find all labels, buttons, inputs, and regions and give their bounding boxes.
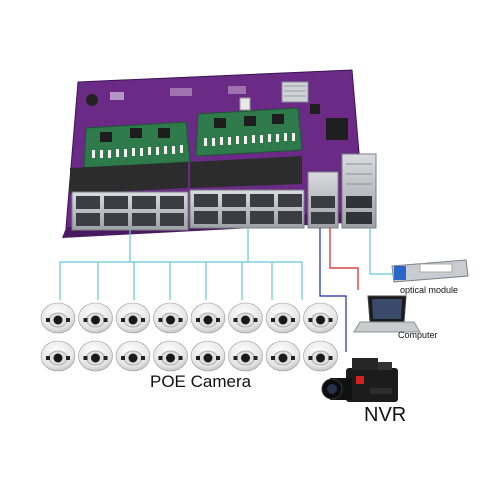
rj45-port (132, 213, 156, 226)
optical-module (391, 259, 469, 283)
rj45-port (104, 196, 128, 209)
sfp-port (346, 212, 372, 224)
optical-module-label: optical module (400, 285, 459, 295)
camera-lens (203, 353, 213, 363)
rj45-port (76, 196, 100, 209)
poe-dome-camera (40, 340, 76, 372)
computer-label: Computer (398, 330, 438, 340)
camera-lens (53, 353, 63, 363)
camera-lens (278, 353, 288, 363)
poe-dome-camera (153, 302, 188, 334)
camera-lens (91, 353, 100, 363)
poe-dome-camera (265, 340, 301, 372)
rj45-block-left (70, 162, 189, 231)
poe-dome-camera (190, 340, 226, 372)
rj45-port (104, 213, 128, 226)
poe-dome-camera (115, 340, 151, 372)
rj45-ports-right (194, 194, 302, 224)
nvr-link-line (319, 228, 347, 352)
camera-lens (241, 353, 250, 363)
sfp-port (346, 196, 372, 208)
poe-dome-camera (228, 302, 263, 334)
camera-lens (203, 315, 213, 325)
sfp-cage (341, 153, 377, 229)
rj45-port (250, 194, 274, 207)
camera-lens (166, 315, 175, 325)
camera-lens (53, 315, 63, 325)
camera-lens (316, 315, 325, 325)
poe-module-left (83, 121, 191, 169)
poe-dome-camera (303, 302, 338, 334)
poe-dome-camera (265, 302, 301, 334)
poe-dome-camera (78, 340, 113, 372)
camera-lens (128, 353, 138, 363)
rj45-port (222, 194, 246, 207)
uplink-rj45-port (311, 212, 335, 224)
poe-dome-camera (190, 302, 226, 334)
camera-grid (40, 302, 338, 372)
connection-lines (59, 228, 400, 352)
rj45-port (160, 196, 184, 209)
poe-dome-camera (303, 340, 338, 372)
camera-lens (166, 353, 175, 363)
uplink-ports (307, 171, 339, 229)
poe-dome-camera (78, 302, 113, 334)
rj45-port (278, 211, 302, 224)
nvr-label: NVR (364, 404, 407, 426)
computer-link-line (329, 228, 359, 290)
rj45-port (194, 194, 218, 207)
rj45-port (278, 194, 302, 207)
camera-lens (128, 315, 138, 325)
rj45-port (194, 211, 218, 224)
poe-dome-camera (228, 340, 263, 372)
camera-bus-line (59, 261, 303, 300)
poe-switch-board (62, 69, 377, 238)
poe-dome-camera (40, 302, 76, 334)
nvr-device (321, 358, 398, 402)
camera-lens (91, 315, 100, 325)
camera-lens (278, 315, 288, 325)
rj45-port (250, 211, 274, 224)
poe-camera-label: POE Camera (150, 372, 252, 391)
camera-lens (241, 315, 250, 325)
computer-laptop (353, 295, 421, 333)
poe-dome-camera (153, 340, 188, 372)
rj45-port (76, 213, 100, 226)
rj45-ports-left (76, 196, 184, 226)
optical-link-line (369, 228, 400, 275)
rj45-port (222, 211, 246, 224)
rj45-block-right (189, 156, 305, 229)
poe-dome-camera (115, 302, 151, 334)
rj45-port (132, 196, 156, 209)
uplink-rj45-port (311, 196, 335, 208)
camera-lens (316, 353, 325, 363)
rj45-port (160, 213, 184, 226)
poe-module-right (195, 97, 303, 157)
